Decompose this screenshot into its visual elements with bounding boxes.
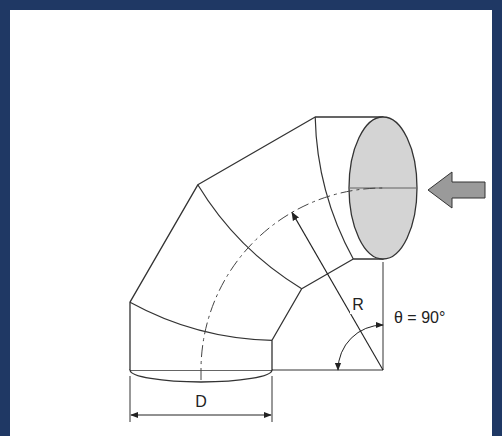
miter-joint: [130, 302, 272, 340]
dimension-label: D: [193, 393, 209, 411]
radius-arrow: [292, 212, 383, 370]
outlet-face: [349, 117, 417, 259]
dimension-line: [131, 415, 271, 416]
angle-label: θ = 90°: [392, 309, 447, 327]
radius-label: R: [350, 296, 366, 314]
elbow-outline: [130, 117, 383, 370]
center-line: [201, 188, 383, 380]
extension-line: [272, 376, 273, 422]
frame-bar: [0, 0, 502, 10]
angle-leg: [272, 370, 383, 371]
angle-arc: [338, 325, 383, 370]
outlet-line: [350, 188, 416, 189]
angle-leg: [383, 262, 384, 370]
miter-joint: [198, 185, 302, 289]
frame-bar: [492, 0, 502, 436]
miter-joint: [315, 117, 353, 259]
flow-arrow: [428, 172, 485, 208]
frame-bar: [0, 0, 10, 436]
extension-line: [130, 376, 131, 422]
